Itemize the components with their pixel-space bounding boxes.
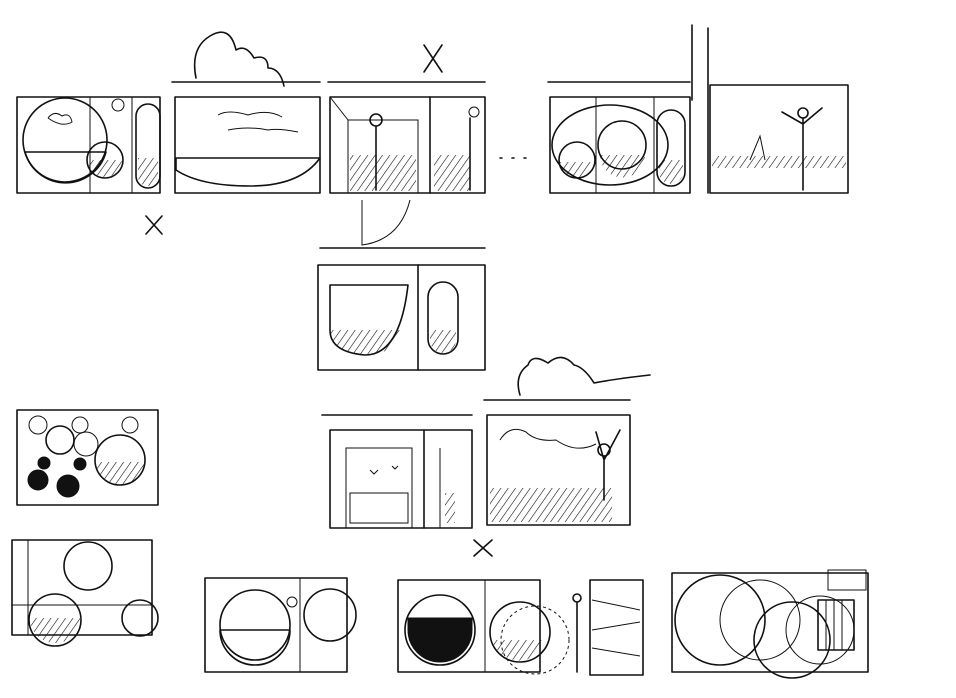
sketch-frame-bubbles [16, 409, 159, 506]
sketch-frame-circle-window [204, 577, 357, 673]
sketch-frame-partial-circles [11, 539, 159, 647]
cross-mark [473, 539, 493, 557]
sketch-frame-overlapping-circles [671, 569, 869, 679]
sketch-frame-landscape-figure [707, 27, 849, 194]
cross-mark [145, 215, 163, 235]
cloud-sketch [517, 356, 651, 396]
sketch-frame-field-figure [483, 399, 631, 526]
sketch-frame-circles-capsule [16, 96, 161, 194]
sketch-frame-landscape [171, 31, 321, 194]
sketch-figure-panel [572, 579, 644, 676]
sketch-frame-circle-cluster [547, 24, 693, 194]
sketch-frame-twin-circles [397, 579, 570, 675]
sketch-frame-rooms-birds [321, 414, 473, 529]
sketch-frame-bowl-window [317, 247, 486, 371]
sketch-frame-rooms-figure [327, 44, 527, 246]
